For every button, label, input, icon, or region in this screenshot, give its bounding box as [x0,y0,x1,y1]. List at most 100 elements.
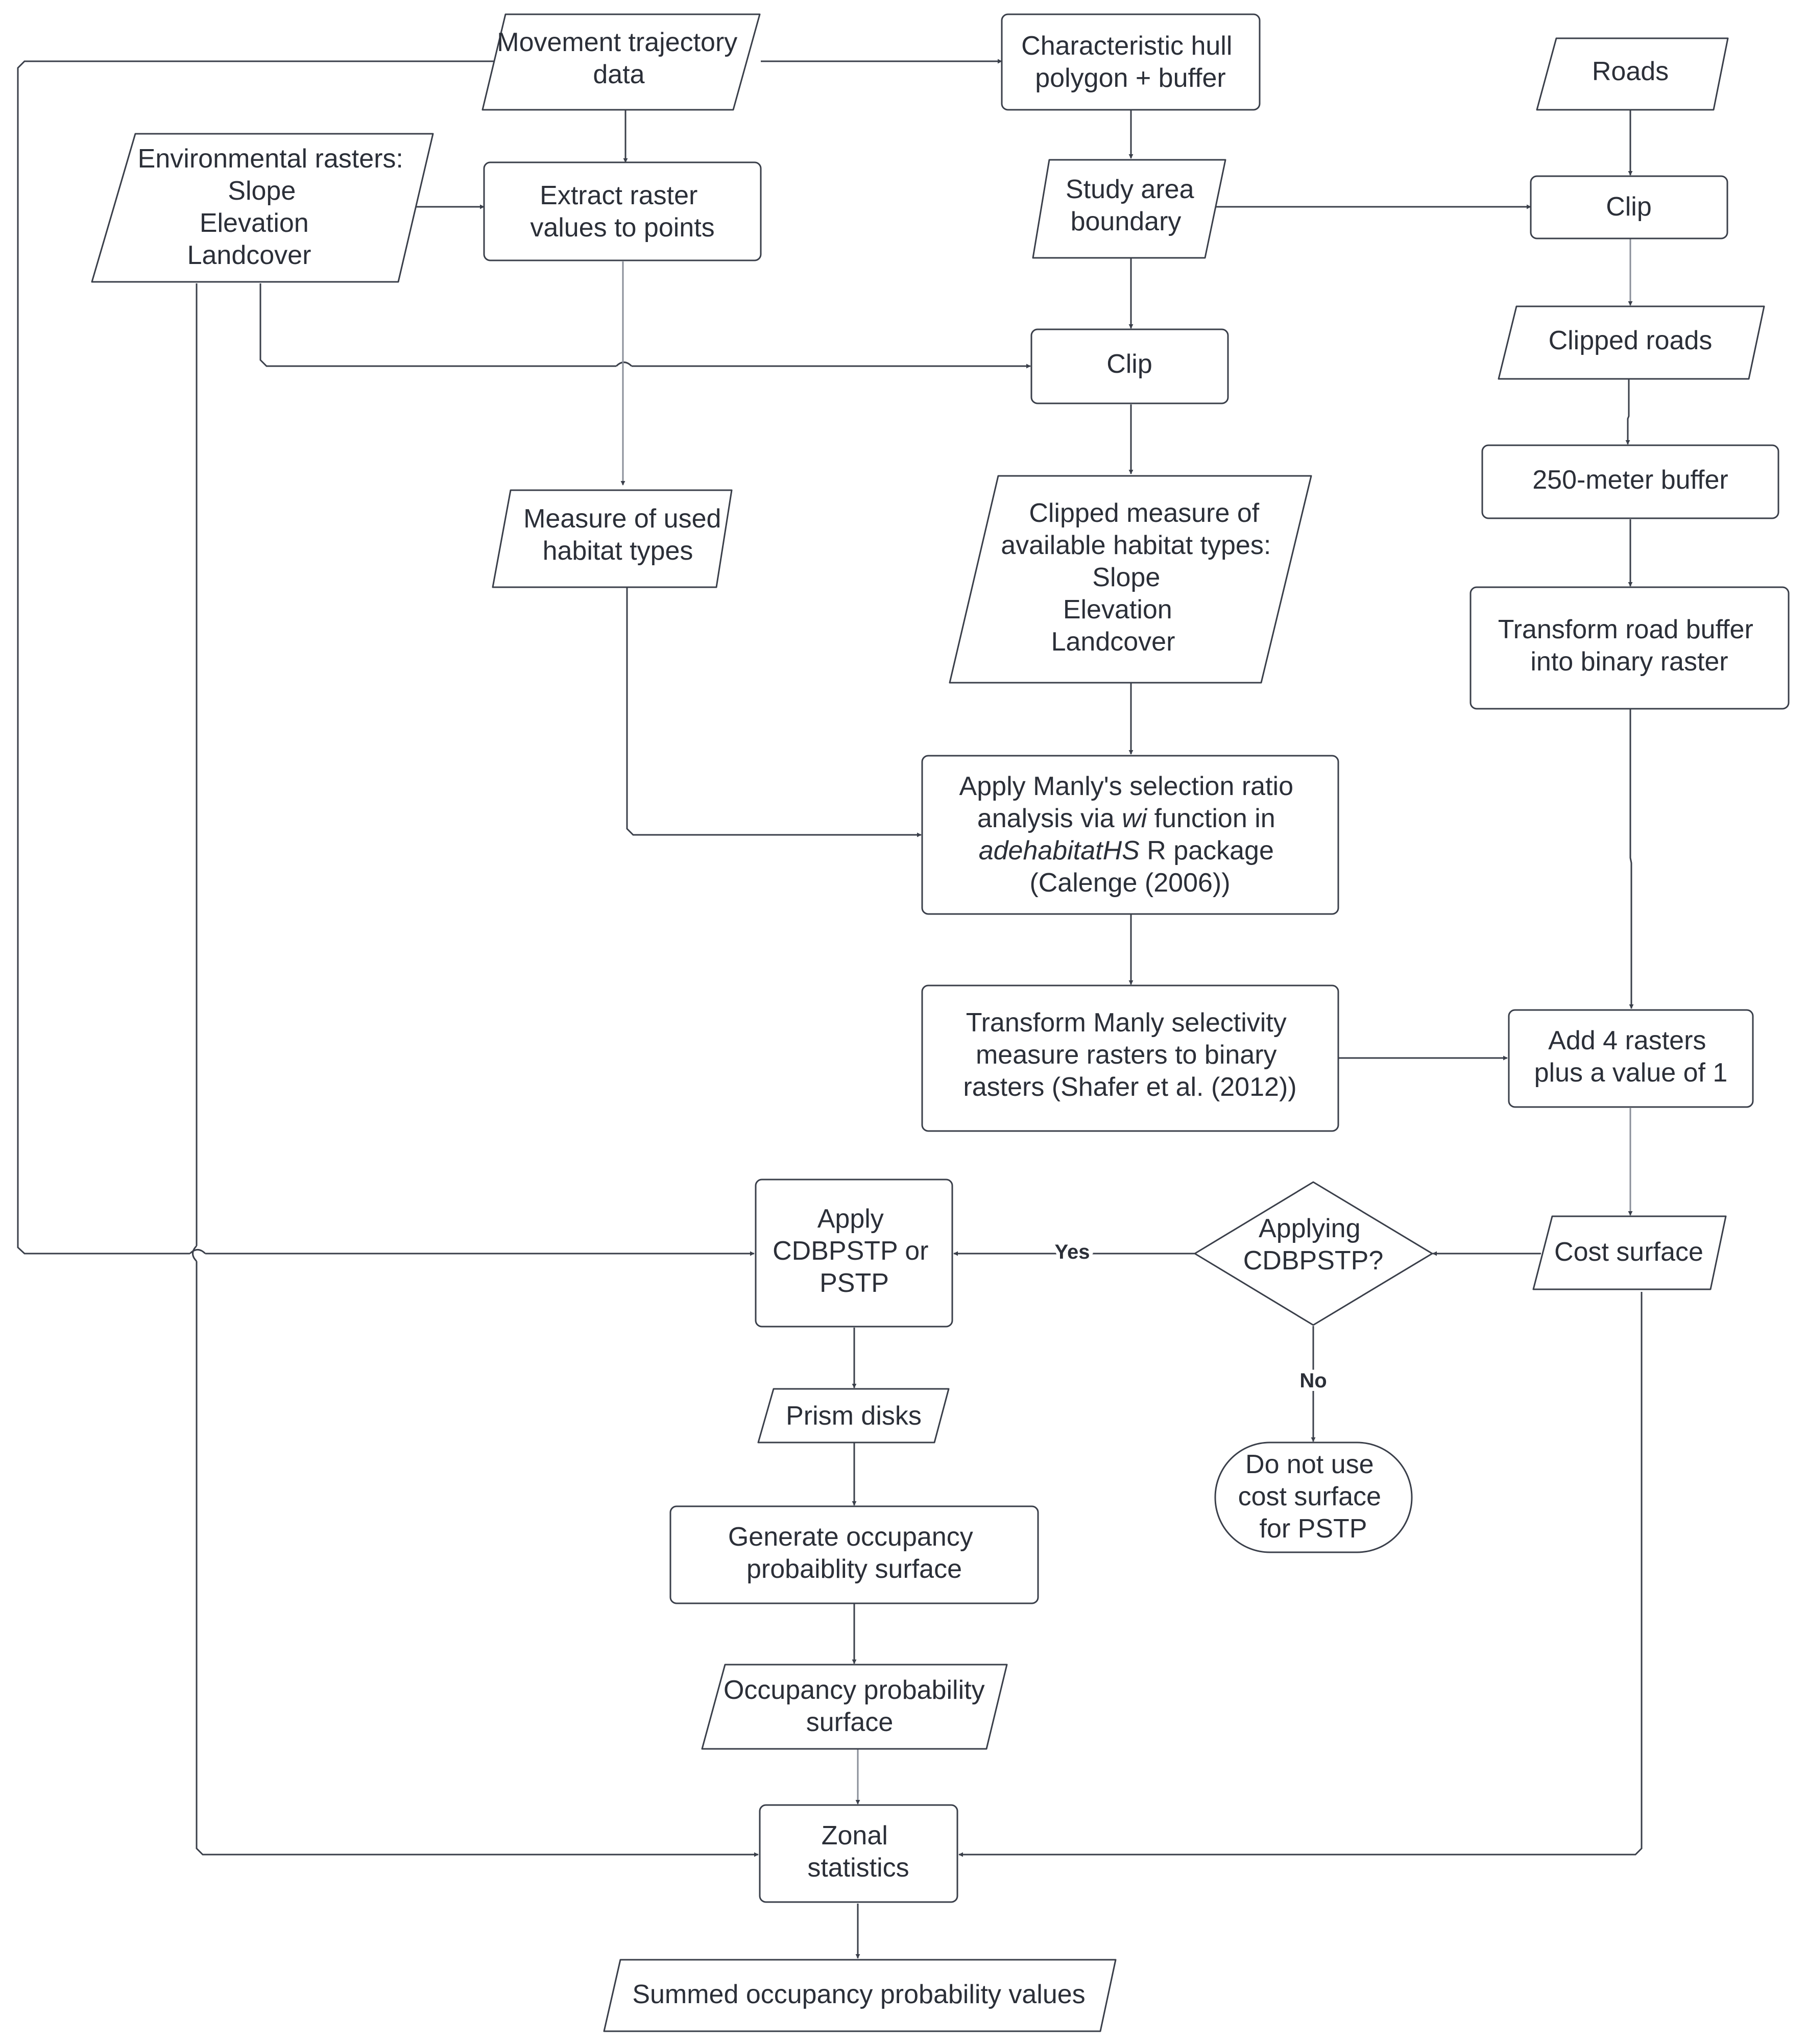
svg-text:Occupancy probability: Occupancy probability surface [724,1675,992,1737]
node-extract-raster-values: Extract raster values to points [483,161,762,261]
node-study-line1: Study area [1066,175,1194,204]
edges: Yes No [17,59,1643,1959]
svg-text:Apply CDBPSTP or: Apply CDBPSTP or PSTP [773,1204,936,1298]
node-used-line1: Measure of used [523,504,721,534]
svg-text:Clipped measure of ava: Clipped measure of available habitat typ… [1001,498,1278,657]
edge-hop-env-zonal [192,1245,198,1262]
node-generate-line1: Generate occupancy [728,1522,973,1552]
node-occupancy-line2: surface [806,1708,894,1737]
svg-text:Characteristic hull po: Characteristic hull polygon + buffer [1021,31,1240,93]
svg-text:Transform Manly selectivity: Transform Manly selectivity measure rast… [963,1008,1296,1102]
node-cdbpstp-line3: PSTP [820,1268,889,1298]
node-roads-line1: Roads [1592,57,1669,86]
edge-label-no: No [1299,1369,1327,1392]
edge-clipped-roads-to-buffer [1625,379,1630,445]
node-study-area-boundary: Study area boundary [1032,159,1226,259]
node-transform-manly: Transform Manly selectivity measure rast… [921,984,1339,1132]
svg-text:Generate occupancy pro: Generate occupancy probaiblity surface [728,1522,980,1584]
node-transform-manly-line3: rasters (Shafer et al. (2012)) [963,1072,1296,1102]
node-donot-line1: Do not use [1245,1450,1374,1479]
node-movement-line1: Movement trajectory [497,28,737,57]
node-manly-line2c: function in [1147,804,1275,833]
edge-env-to-clip-mid [259,283,616,367]
edge-hop-env [615,362,633,367]
node-zonal-statistics: Zonal statistics [759,1804,958,1903]
svg-text:Environmental rasters:: Environmental rasters: Slope Elevation L… [138,144,411,270]
svg-text:Measure of used habita: Measure of used habitat types [523,504,729,566]
node-prism-line1: Prism disks [786,1401,922,1431]
node-add4-line1: Add 4 rasters [1548,1026,1706,1055]
edge-hop-movement [189,1249,206,1255]
node-hull-line2: polygon + buffer [1035,63,1225,93]
svg-text:Roads: Roads [1592,57,1669,86]
node-250-meter-buffer: 250-meter buffer [1481,444,1779,519]
node-hull-line1: Characteristic hull [1021,31,1232,61]
node-clipped-roads-line1: Clipped roads [1549,326,1713,355]
node-clip-mid-line1: Clip [1106,349,1152,379]
node-extract-line1: Extract raster [540,181,697,210]
svg-text:Applying CDBPSTP?: Applying CDBPSTP? [1243,1214,1384,1276]
node-clip-roads: Clip [1530,175,1728,239]
node-zonal-line2: statistics [807,1853,909,1883]
nodes: Movement trajectory data Characteristic … [91,13,1790,2032]
node-extract-line2: values to points [530,213,714,243]
node-apply-manly-analysis: Apply Manly's selection ratio analysis v… [921,755,1339,915]
svg-text:Zonal statistics: Zonal statistics [807,1821,909,1883]
node-buffer-line1: 250-meter buffer [1532,465,1728,495]
node-clip-roads-line1: Clip [1606,192,1652,222]
node-do-not-use-cost-surface: Do not use cost surface for PSTP [1214,1441,1413,1553]
node-generate-line2: probaiblity surface [746,1554,962,1584]
node-clipped-available-habitat: Clipped measure of available habitat typ… [949,475,1312,684]
node-cost-surface: Cost surface [1532,1215,1727,1290]
node-movement-trajectory-data: Movement trajectory data [481,13,761,111]
svg-text:Summed occupancy probability v: Summed occupancy probability values [632,1980,1085,2009]
edge-movement-to-cdbpstp [17,60,503,1255]
edge-env-to-zonal-end [196,1261,759,1857]
svg-text:Cost surface: Cost surface [1554,1237,1703,1267]
svg-text:Clip: Clip [1606,192,1652,222]
node-measure-used-habitat: Measure of used habitat types [492,489,733,588]
svg-text:Study area boundary: Study area boundary [1066,175,1201,236]
svg-text:Clipped roads: Clipped roads [1549,326,1713,355]
node-characteristic-hull: Characteristic hull polygon + buffer [1001,13,1261,111]
node-manly-line2b: wi [1122,804,1148,833]
node-donot-line3: for PSTP [1260,1514,1367,1544]
svg-text:Movement trajectory da: Movement trajectory data [497,28,745,89]
node-summed-occupancy-values: Summed occupancy probability values [603,1959,1117,2032]
node-used-line2: habitat types [543,536,693,566]
node-transform-road-line1: Transform road buffer [1498,615,1753,644]
node-manly-line2: analysis via wi function in [977,804,1275,833]
node-add-4-rasters: Add 4 rasters plus a value of 1 [1508,1009,1754,1108]
svg-text:Extract raster values: Extract raster values to points [530,181,714,243]
node-cost-line1: Cost surface [1554,1237,1703,1267]
node-env-line3: Elevation [200,208,309,238]
node-env-line1: Environmental rasters: [138,144,403,174]
node-study-line2: boundary [1071,207,1182,236]
edge-transform-road-to-add4 [1629,709,1634,1009]
svg-text:Clip: Clip [1106,349,1152,379]
node-manly-line2a: analysis via [977,804,1122,833]
node-available-line1: Clipped measure of [1029,498,1259,528]
node-manly-line4: (Calenge (2006)) [1029,868,1230,898]
node-clipped-roads: Clipped roads [1498,305,1765,380]
node-occupancy-line1: Occupancy probability [724,1675,985,1705]
node-decision-applying-cdbpstp: Applying CDBPSTP? [1194,1181,1433,1326]
node-manly-line3: adehabitatHS R package [979,836,1274,865]
node-clip-mid: Clip [1030,328,1229,404]
node-transform-road-buffer: Transform road buffer into binary raster [1469,586,1790,710]
node-generate-occupancy-surface: Generate occupancy probaiblity surface [669,1505,1039,1604]
node-cdbpstp-line1: Apply [817,1204,884,1234]
node-transform-manly-line2: measure rasters to binary [976,1040,1277,1070]
edge-cost-to-zonal [958,1292,1643,1857]
node-available-line3: Slope [1092,563,1160,592]
svg-text:Transform road buffer: Transform road buffer into binary raster [1498,615,1761,677]
node-env-line2: Slope [228,176,296,206]
edge-used-to-manly [626,587,922,837]
node-manly-line3a: adehabitatHS [979,836,1140,865]
node-prism-disks: Prism disks [757,1388,950,1444]
node-env-line4: Landcover [187,241,311,270]
node-decision-line1: Applying [1259,1214,1360,1243]
node-manly-line1: Apply Manly's selection ratio [959,772,1293,801]
